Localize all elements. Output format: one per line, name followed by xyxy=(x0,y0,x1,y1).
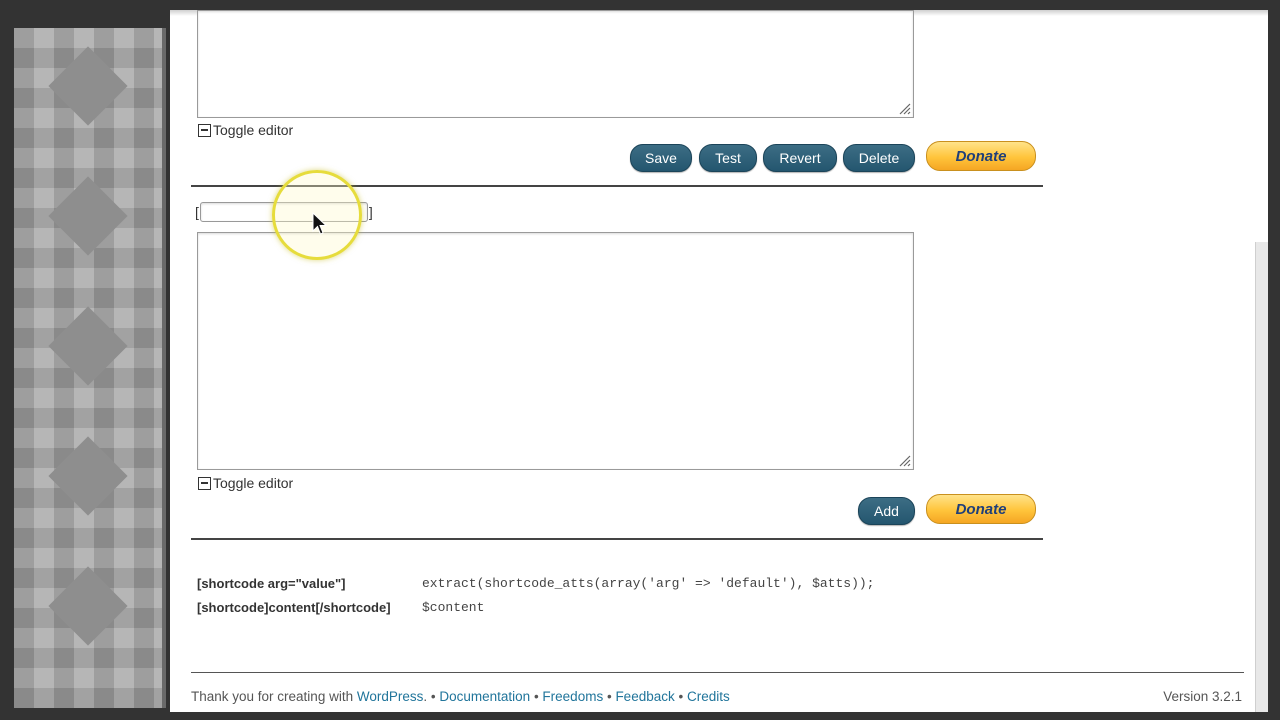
feedback-link[interactable]: Feedback xyxy=(615,689,675,704)
documentation-link[interactable]: Documentation xyxy=(439,689,531,704)
scrollbar[interactable] xyxy=(1255,242,1268,712)
resize-grip-icon[interactable] xyxy=(898,454,911,467)
wordpress-link[interactable]: WordPress xyxy=(356,689,424,704)
test-button[interactable]: Test xyxy=(699,144,757,172)
version-label: Version 3.2.1 xyxy=(1163,689,1242,704)
shortcode-code-textarea[interactable] xyxy=(197,10,914,118)
revert-button[interactable]: Revert xyxy=(763,144,837,172)
donate-button[interactable]: Donate xyxy=(926,141,1036,171)
donate-button[interactable]: Donate xyxy=(926,494,1036,524)
admin-sidebar-pattern xyxy=(14,28,166,708)
divider xyxy=(191,185,1043,187)
freedoms-link[interactable]: Freedoms xyxy=(542,689,604,704)
save-button[interactable]: Save xyxy=(630,144,692,172)
add-button[interactable]: Add xyxy=(858,497,915,525)
new-shortcode-code-textarea[interactable] xyxy=(197,232,914,470)
shortcode-name-row: [ ] xyxy=(195,202,373,222)
resize-grip-icon[interactable] xyxy=(898,102,911,115)
footer-divider xyxy=(191,672,1244,673)
divider xyxy=(191,538,1043,540)
shortcode-name-input[interactable] xyxy=(199,202,368,222)
collapse-icon xyxy=(198,476,211,490)
content-area: Toggle editor Save Test Revert Delete Do… xyxy=(170,10,1268,712)
toggle-editor-link[interactable]: Toggle editor xyxy=(198,475,293,491)
credits-link[interactable]: Credits xyxy=(686,689,730,704)
delete-button[interactable]: Delete xyxy=(843,144,915,172)
toggle-editor-link[interactable]: Toggle editor xyxy=(198,122,293,138)
footer-credits: Thank you for creating with WordPress. •… xyxy=(191,689,730,704)
collapse-icon xyxy=(198,123,211,137)
